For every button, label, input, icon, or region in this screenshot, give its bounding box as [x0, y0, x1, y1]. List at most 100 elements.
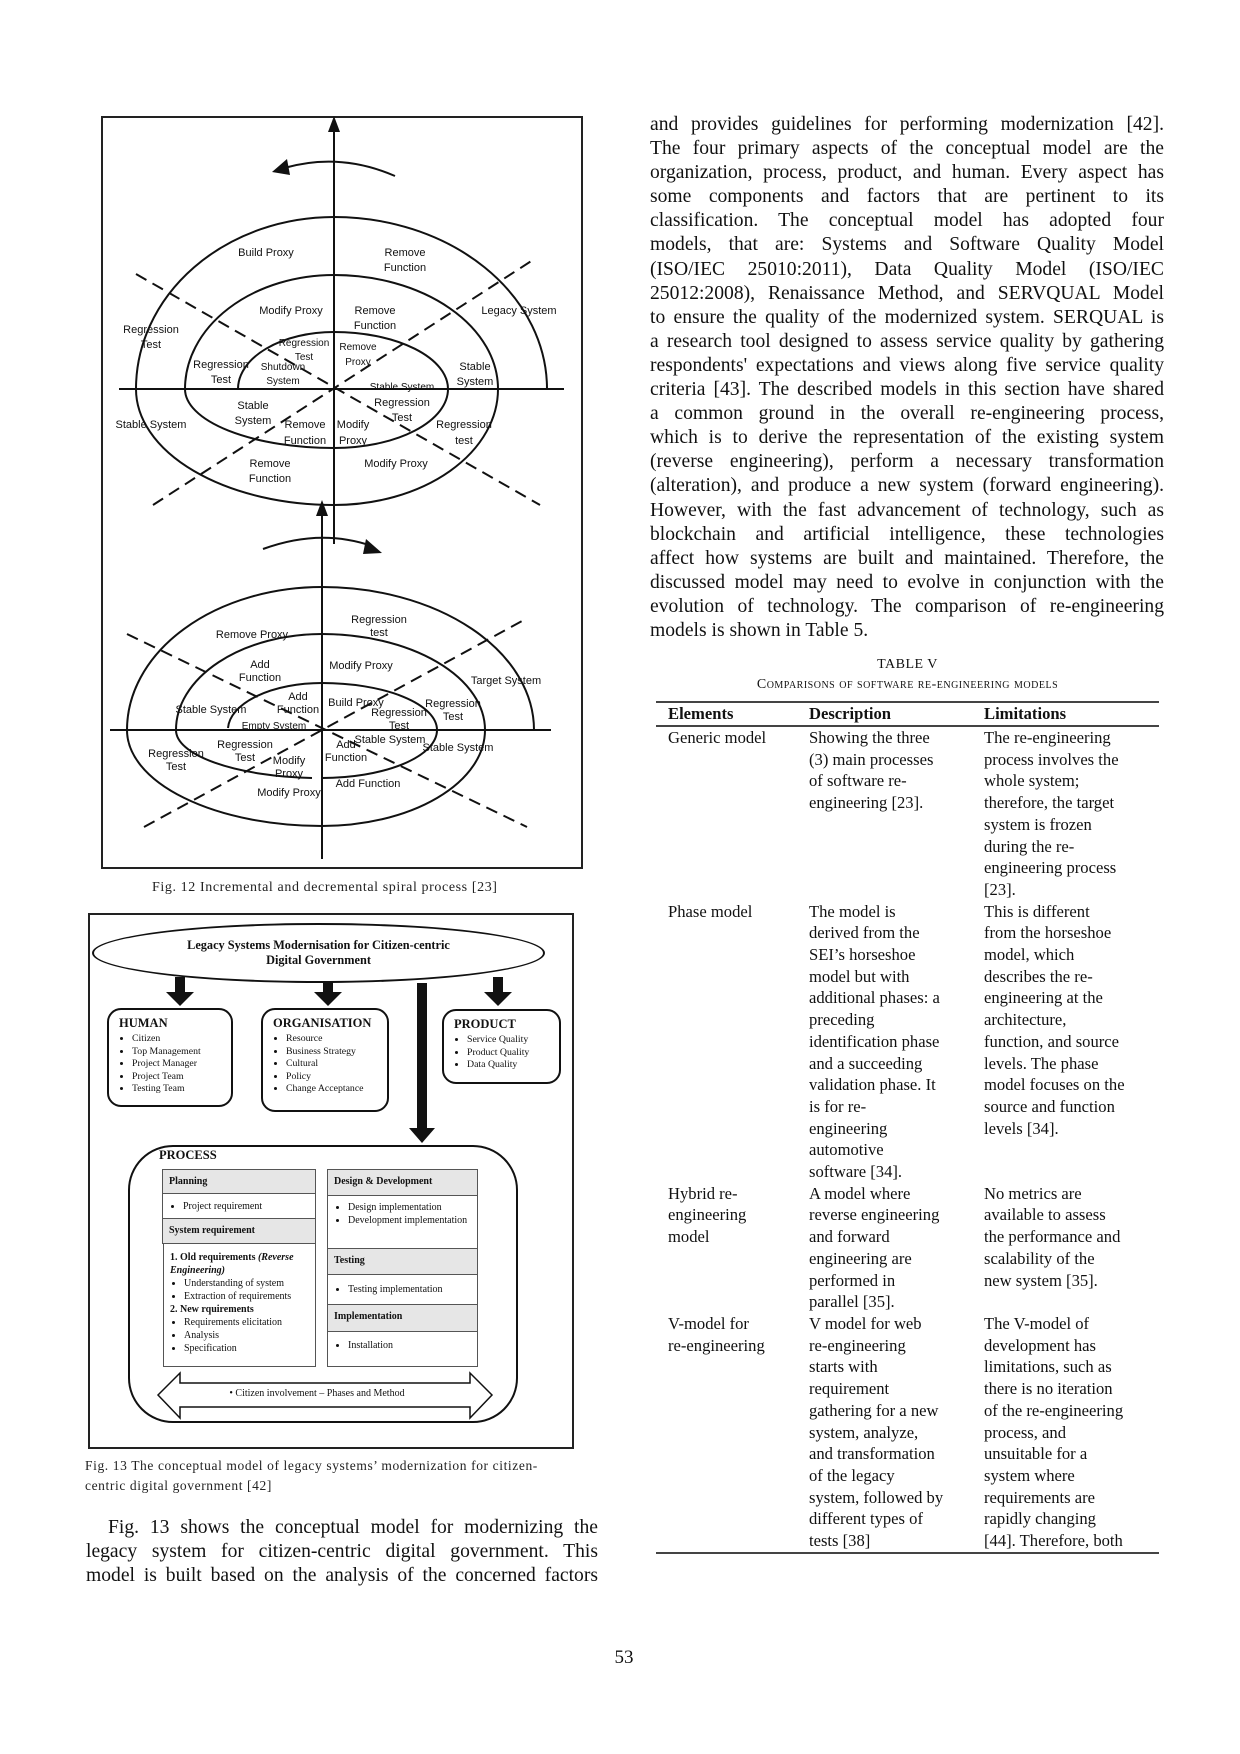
text-line: 25012:2008), Renaissance Method, and SER…: [650, 282, 1164, 304]
cell-line: architecture,: [984, 1010, 1067, 1030]
list-item: Top Management: [132, 1046, 231, 1059]
diagram-label: Empty System: [242, 721, 306, 732]
diagram-label: Regression: [374, 397, 430, 409]
implementation-content: Installation: [327, 1331, 478, 1367]
cell-line: unsuitable for a: [984, 1444, 1088, 1464]
cell-line: system, analyze,: [809, 1422, 919, 1442]
dashed-divider: [126, 633, 528, 828]
cell-line: and a succeeding: [809, 1053, 923, 1073]
fig13-title-line: Legacy Systems Modernisation for Citizen…: [187, 938, 450, 952]
cell-line: [44]. Therefore, both: [984, 1531, 1123, 1551]
long-arrow-down-icon: [409, 983, 435, 1143]
cell-line: different types of: [809, 1509, 923, 1529]
cell-line: engineering are: [809, 1248, 912, 1268]
diagram-label: Remove: [385, 247, 426, 259]
arrow-down-icon: [484, 977, 512, 1006]
diagram-label: test: [370, 627, 388, 639]
dashed-divider: [135, 273, 541, 506]
fig12-bottom-diagram: [110, 506, 551, 859]
cell-line: identification phase: [809, 1031, 940, 1051]
cell-line: SEI’s horseshoe: [809, 945, 916, 965]
cell-line: limitations, such as: [984, 1357, 1112, 1377]
diagram-label: Regression: [217, 739, 273, 751]
design-development-header: Design & Development: [327, 1169, 478, 1196]
rotation-arrow-right-icon: [363, 539, 382, 554]
cell-line: Phase model: [668, 901, 753, 921]
diagram-label: Build Proxy: [328, 697, 384, 709]
fig12-bottom-labels: Remove Proxy Regression test Add Functio…: [148, 614, 541, 799]
diagram-label: Modify: [273, 755, 306, 767]
text-line: blockchain and artificial intelligence, …: [650, 523, 1164, 545]
diagram-label: Proxy: [345, 357, 371, 368]
diagram-label: Add: [336, 739, 356, 751]
cell-line: model, which: [984, 945, 1075, 965]
cell-line: process, and: [984, 1422, 1067, 1442]
diagram-label: Function: [277, 704, 319, 716]
diagram-label: Add: [250, 659, 270, 671]
diagram-label: Remove: [339, 342, 377, 353]
page-number: 53: [614, 1647, 634, 1668]
diagram-label: Stable System: [116, 419, 187, 431]
diagram-label: Regression: [425, 698, 481, 710]
cell-line: therefore, the target: [984, 793, 1115, 813]
diagram-label: Test: [295, 352, 314, 363]
organisation-list: Resource Business Strategy Cultural Poli…: [273, 1033, 387, 1096]
arrow-down-icon: [166, 977, 194, 1006]
cell-line: parallel [35].: [809, 1292, 895, 1312]
fig13-caption-line: Fig. 13 The conceptual model of legacy s…: [85, 1458, 538, 1473]
diagram-label: Remove: [250, 458, 291, 470]
diagram-label: Regression: [436, 419, 492, 431]
text-line: (ISO/IEC 25010:2011), Data Quality Model…: [650, 258, 1164, 280]
old-requirements-note: (Reverse Engineering): [170, 1252, 294, 1276]
cell-line: the performance and: [984, 1227, 1121, 1247]
diagram-label: Test: [392, 412, 412, 424]
left-paragraph: Fig. 13 shows the conceptual model for m…: [86, 1516, 598, 1588]
cell-element: Generic model: [656, 727, 800, 901]
diagram-label: Function: [249, 473, 291, 485]
cell-line: Generic model: [668, 728, 767, 747]
list-item: Data Quality: [467, 1059, 559, 1072]
cell-line: engineering [23].: [809, 793, 924, 813]
diagram-label: Function: [354, 320, 396, 332]
diagram-label: Legacy System: [481, 305, 556, 317]
cell-line: function, and source: [984, 1031, 1120, 1051]
cell-line: rapidly changing: [984, 1509, 1096, 1529]
planning-content: Project requirement: [162, 1193, 316, 1219]
cell-line: engineering at the: [984, 988, 1103, 1008]
cell-line: is for re-: [809, 1096, 867, 1116]
diagram-label: Proxy: [275, 768, 304, 780]
diagram-label: Modify Proxy: [329, 660, 393, 672]
cell-line: system is frozen: [984, 814, 1092, 834]
text-line: evolution of technology. The comparison …: [650, 595, 1164, 617]
text-line: legacy system for citizen-centric digita…: [86, 1541, 598, 1562]
comparison-table: Elements Description Limitations Generic…: [656, 701, 1159, 1554]
process-box: [128, 1145, 518, 1423]
text-line: model is built based on the analysis of …: [86, 1565, 598, 1586]
diagram-label: Regression: [371, 707, 427, 719]
fig13-title-line: Digital Government: [266, 953, 371, 967]
organisation-box: ORGANISATION Resource Business Strategy …: [261, 1008, 389, 1112]
cell-line: levels. The phase: [984, 1053, 1099, 1073]
old-requirements-label: 1. Old requirements: [170, 1252, 256, 1263]
fig12-top-labels: Build Proxy Remove Function Modify Proxy…: [116, 247, 557, 485]
implementation-header: Implementation: [327, 1304, 478, 1332]
diagram-label: Test: [389, 720, 409, 732]
list-item: Project requirement: [183, 1200, 309, 1213]
diagram-label: Modify Proxy: [364, 458, 428, 470]
cell-line: engineering: [809, 1118, 888, 1138]
cell-line: software [34].: [809, 1162, 903, 1182]
fig13-title-ellipse: Legacy Systems Modernisation for Citizen…: [92, 923, 545, 983]
cell-line: V-model for: [668, 1313, 749, 1333]
cell-line: available to assess: [984, 1205, 1106, 1225]
list-item: Service Quality: [467, 1034, 559, 1047]
diagram-label: Regression: [148, 748, 204, 760]
list-item: Cultural: [286, 1058, 387, 1071]
arrow-up-icon: [328, 116, 340, 132]
fig13-arrows: [156, 977, 512, 1420]
diagram-label: Stable: [459, 361, 490, 373]
